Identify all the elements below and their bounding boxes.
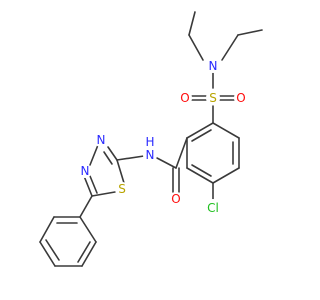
molecule-structure: N S O O N H O Cl N N S — [39, 11, 263, 267]
bond — [77, 241, 91, 263]
bond — [191, 129, 212, 142]
bond — [91, 191, 116, 197]
bond — [188, 34, 204, 61]
atom-label-cl: Cl — [207, 201, 219, 215]
bond — [116, 155, 145, 161]
bond — [186, 122, 214, 139]
atom-label-n-amide: N — [146, 148, 155, 162]
bond — [89, 144, 99, 166]
bond — [103, 151, 113, 165]
atom-label-o-sulfonyl-left: O — [180, 91, 189, 105]
bond — [212, 122, 240, 139]
atom-label-s-sulfonyl: S — [209, 91, 217, 105]
bond — [45, 239, 60, 261]
bond — [79, 216, 97, 243]
bond — [175, 137, 188, 169]
atom-label-s-ring: S — [118, 182, 126, 196]
bond — [156, 157, 177, 169]
bond — [237, 29, 263, 36]
molecule-canvas: N S O O N H O Cl N N S — [39, 11, 263, 267]
bond — [116, 159, 125, 184]
bond — [89, 175, 98, 194]
atom-label-n-sulfonamide: N — [209, 59, 218, 73]
atom-label-h-amide: H — [145, 135, 154, 149]
bond — [107, 146, 118, 161]
bond — [39, 241, 56, 267]
bond — [83, 175, 93, 197]
atom-label-o-sulfonyl-right: O — [236, 91, 245, 105]
atom-label-n-ring-top: N — [97, 133, 106, 147]
bond — [191, 164, 212, 177]
atom-label-o-carbonyl: O — [171, 192, 180, 206]
bond — [188, 11, 196, 36]
bond — [79, 195, 93, 218]
bond — [81, 241, 97, 267]
bond — [212, 167, 240, 184]
atom-label-n-ring-left: N — [81, 164, 90, 178]
bond — [39, 216, 55, 243]
bond — [221, 34, 239, 61]
bond — [186, 167, 214, 184]
